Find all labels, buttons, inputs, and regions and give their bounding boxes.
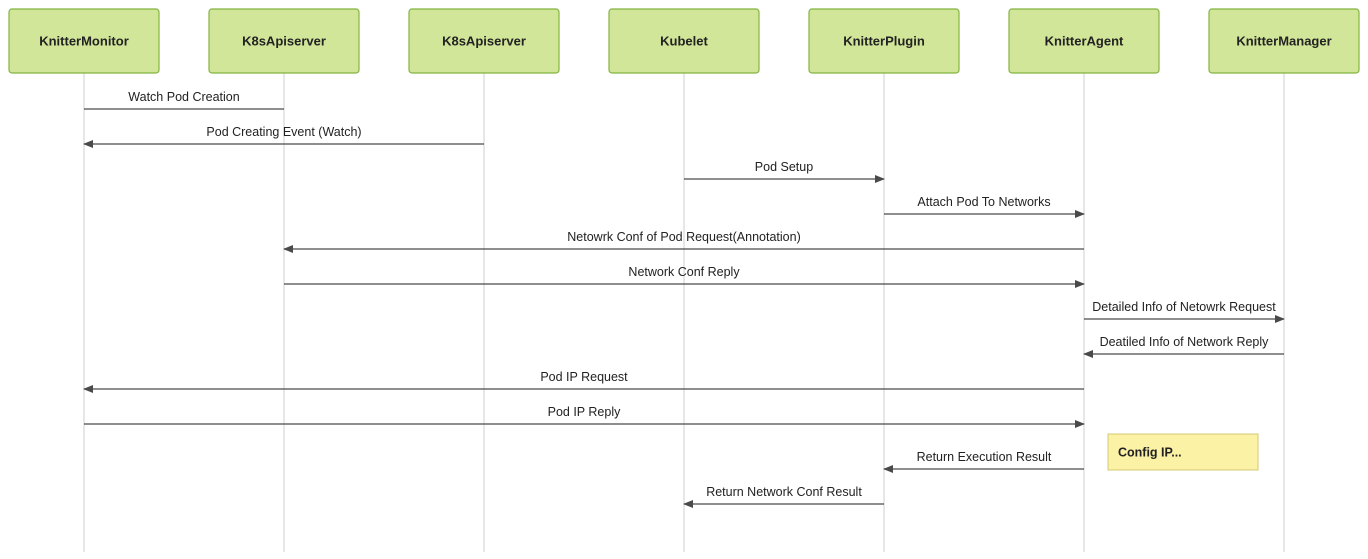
actor-label: Kubelet [660,33,708,48]
actor-box [1008,8,1160,74]
actor-knittermanager: KnitterManager [1208,8,1360,74]
message: Attach Pod To Networks [884,195,1085,218]
note-label: Config IP... [1118,445,1182,459]
message-label: Pod Setup [755,160,813,174]
message-label: Network Conf Reply [628,265,740,279]
actor-box [208,8,360,74]
actor-label: K8sApiserver [242,33,326,48]
message: Network Conf Reply [284,265,1085,288]
message: Pod IP Reply [84,405,1085,428]
message: Watch Pod Creation [84,90,284,110]
message: Pod Creating Event (Watch) [83,125,484,148]
actor-box [1208,8,1360,74]
actor-knitterplugin: KnitterPlugin [808,8,960,74]
actor-box [808,8,960,74]
message: Detailed Info of Netowrk Request [1084,300,1285,323]
actor-kubelet: Kubelet [608,8,760,74]
note-box [1107,433,1259,471]
message-label: Pod IP Reply [548,405,621,419]
message-label: Netowrk Conf of Pod Request(Annotation) [567,230,800,244]
note-config-ip: Config IP... [1107,433,1259,471]
message: Pod Setup [684,160,885,183]
actor-k8sapiserver-1: K8sApiserver [208,8,360,74]
message-label: Pod Creating Event (Watch) [206,125,361,139]
actor-box [8,8,160,74]
message-label: Pod IP Request [540,370,628,384]
actor-label: KnitterPlugin [843,33,925,48]
message: Return Execution Result [883,450,1084,473]
actor-box [408,8,560,74]
actor-label: KnitterManager [1236,33,1331,48]
message: Pod IP Request [83,370,1084,393]
message-label: Attach Pod To Networks [917,195,1050,209]
actor-knittermonitor: KnitterMonitor [8,8,160,74]
message: Netowrk Conf of Pod Request(Annotation) [283,230,1084,253]
message: Return Network Conf Result [683,485,884,508]
actor-label: K8sApiserver [442,33,526,48]
message-label: Deatiled Info of Network Reply [1100,335,1270,349]
message: Deatiled Info of Network Reply [1083,335,1284,358]
actor-knitteragent: KnitterAgent [1008,8,1160,74]
message-label: Return Execution Result [917,450,1052,464]
message-label: Watch Pod Creation [128,90,239,104]
actor-label: KnitterMonitor [39,33,129,48]
actor-box [608,8,760,74]
actor-label: KnitterAgent [1045,33,1124,48]
message-label: Detailed Info of Netowrk Request [1092,300,1276,314]
actor-k8sapiserver-2: K8sApiserver [408,8,560,74]
message-label: Return Network Conf Result [706,485,862,499]
